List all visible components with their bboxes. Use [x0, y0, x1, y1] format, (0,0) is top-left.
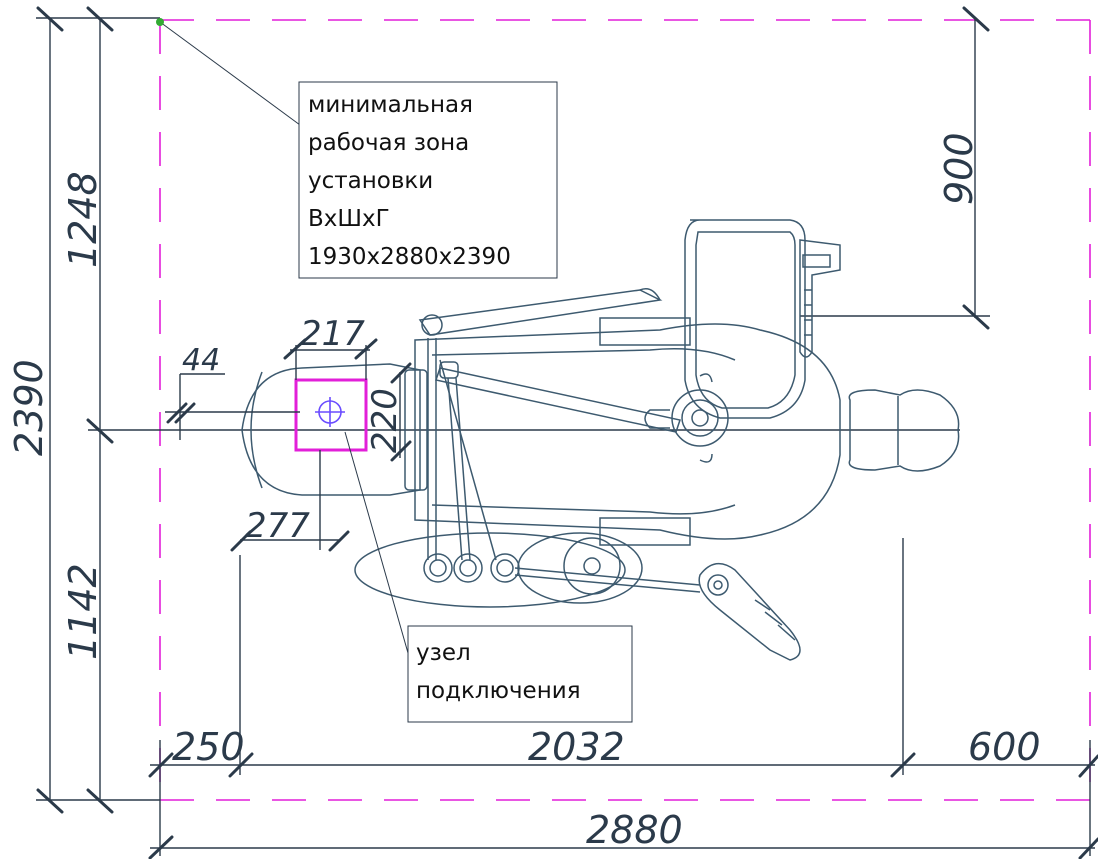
- right-dimension-lines: [800, 6, 990, 330]
- connection-node-note: узел подключения: [407, 625, 633, 723]
- dim-connection-offset-y: 277: [245, 506, 310, 546]
- connection-note-line-2: подключения: [416, 678, 581, 704]
- dim-upper-height: 1248: [61, 171, 105, 268]
- bottom-dimension-lines: [148, 538, 1098, 859]
- work-zone-note: минимальная рабочая зона установки ВхШхГ…: [298, 81, 558, 279]
- dim-lower-height: 1142: [61, 563, 105, 660]
- dim-middle-width: 2032: [528, 725, 625, 769]
- dim-connection-offset-x: 44: [182, 343, 220, 378]
- connection-dimension-lines: [165, 338, 412, 552]
- dental-chair-outline: [241, 219, 960, 661]
- dim-total-height: 2390: [7, 359, 51, 456]
- dim-connection-box-h: 220: [365, 388, 405, 453]
- dim-left-offset: 250: [172, 725, 245, 769]
- left-dimension-lines: [36, 6, 960, 814]
- dim-connection-box-w: 217: [300, 314, 365, 354]
- dim-right-offset: 600: [968, 725, 1041, 769]
- leader-lines: [156, 18, 411, 661]
- work-zone-line-3: установки: [308, 168, 433, 194]
- connection-node-box: [294, 378, 368, 452]
- work-zone-line-5: 1930х2880х2390: [308, 244, 511, 270]
- dim-right-top: 900: [937, 132, 981, 205]
- connection-note-line-1: узел: [416, 640, 471, 666]
- dim-total-width: 2880: [586, 808, 683, 852]
- work-zone-line-2: рабочая зона: [308, 130, 469, 156]
- work-zone-boundary: [159, 19, 1091, 801]
- work-zone-line-1: минимальная: [308, 92, 473, 118]
- work-zone-line-4: ВхШхГ: [308, 206, 390, 232]
